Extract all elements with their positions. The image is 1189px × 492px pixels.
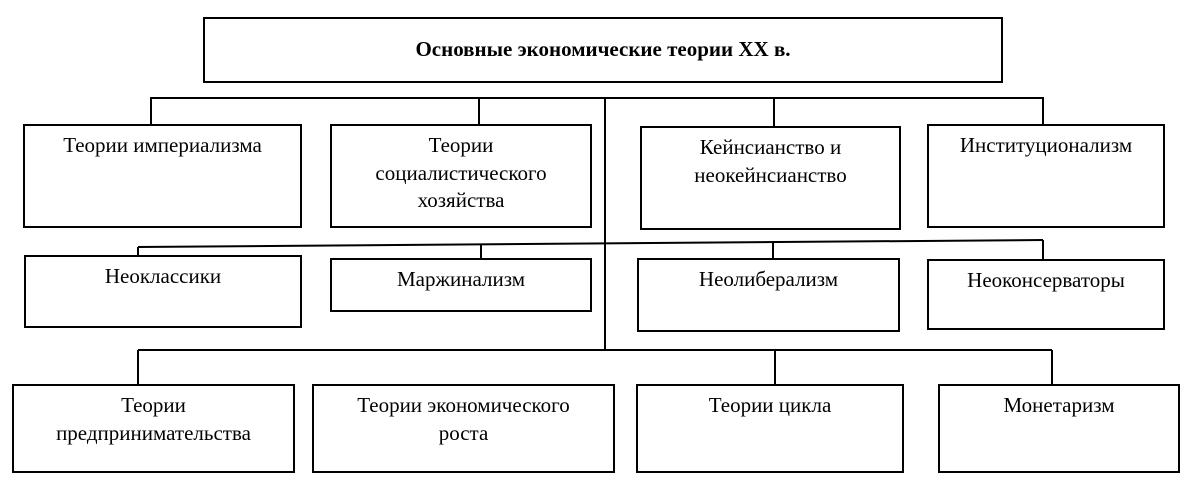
node-label: Теории экономического роста — [357, 393, 570, 445]
node-teorii-socialisticheskogo-hozyajstva: Теории социалистического хозяйства — [330, 124, 592, 228]
node-label: Неоконсерваторы — [967, 268, 1125, 292]
node-kejnsianstvo-i-neokejnsianstvo: Кейнсианство и неокейнсианство — [640, 126, 901, 230]
node-label: Маржинализм — [397, 267, 525, 291]
node-label: Неолиберализм — [698, 267, 839, 291]
node-teorii-ekonomicheskogo-rosta: Теории экономического роста — [312, 384, 615, 473]
node-neoklassiki: Неоклассики — [24, 255, 302, 328]
node-label: Теории империализма — [63, 133, 262, 157]
node-label: Монетаризм — [1003, 393, 1115, 417]
node-neokonservatory: Неоконсерваторы — [927, 259, 1165, 330]
node-label: Теории предпринимательства — [56, 393, 251, 445]
node-label: Неоклассики — [104, 264, 222, 288]
node-teorii-imperializma: Теории империализма — [23, 124, 302, 228]
node-institucionalizm: Институционализм — [927, 124, 1165, 228]
node-monetarizm: Монетаризм — [938, 384, 1180, 473]
level2-bar — [137, 239, 1044, 248]
node-root-title: Основные экономические теории XX в. — [203, 17, 1003, 83]
node-label: Институционализм — [959, 133, 1133, 157]
node-label: Теории социалистического хозяйства — [375, 133, 547, 213]
node-label: Кейнсианство и неокейнсианство — [694, 135, 847, 187]
node-teorii-predprinimatelstva: Теории предпринимательства — [12, 384, 295, 473]
node-marzhinalizm: Маржинализм — [330, 258, 592, 312]
node-label: Теории цикла — [708, 393, 832, 417]
node-teorii-cikla: Теории цикла — [636, 384, 904, 473]
node-neoliberalizm: Неолиберализм — [637, 258, 900, 332]
root-title-label: Основные экономические теории XX в. — [415, 37, 791, 62]
